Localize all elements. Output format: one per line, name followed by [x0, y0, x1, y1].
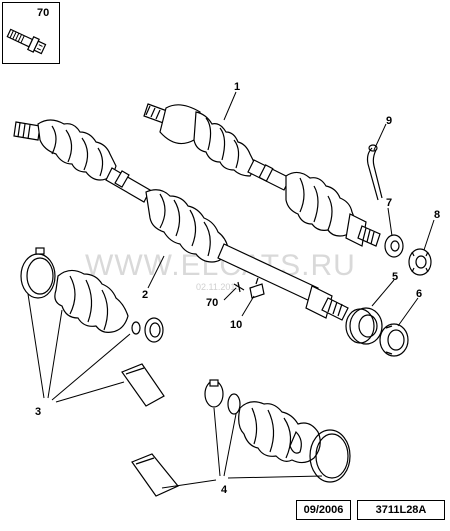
callout-1: 1 — [234, 81, 240, 93]
inset-box: 70 — [2, 2, 60, 64]
driveshaft-lower — [13, 119, 349, 321]
kit-item-4 — [131, 379, 351, 497]
callout-70: 70 — [206, 297, 218, 309]
callout-10: 10 — [230, 319, 242, 331]
kit-item-3 — [20, 247, 165, 407]
footer-reference: 3711L28A — [357, 500, 445, 520]
castellated-nut-item-8 — [408, 248, 432, 276]
footer-date: 09/2006 — [296, 500, 351, 520]
callout-4: 4 — [221, 484, 228, 496]
callout-5: 5 — [392, 271, 398, 283]
callout-leaders — [147, 91, 435, 327]
driveshaft-upper — [143, 103, 381, 247]
bolt-item-70 — [233, 281, 245, 293]
callout-6: 6 — [416, 288, 422, 300]
callout-9: 9 — [386, 115, 392, 127]
seal-ring-item-6 — [379, 323, 409, 357]
inset-label: 70 — [37, 7, 50, 19]
split-pin-item-9 — [366, 144, 383, 201]
bolt-illustration — [6, 28, 47, 55]
clip-item-10 — [249, 277, 265, 299]
callout-8: 8 — [434, 209, 440, 221]
watermark-date: 02.11.2010 — [196, 282, 240, 292]
callout-2: 2 — [142, 289, 148, 301]
callout-7: 7 — [386, 197, 392, 209]
bearing-ring-item-5 — [345, 307, 383, 345]
washer-item-7 — [384, 234, 404, 258]
callout-3: 3 — [35, 406, 41, 418]
